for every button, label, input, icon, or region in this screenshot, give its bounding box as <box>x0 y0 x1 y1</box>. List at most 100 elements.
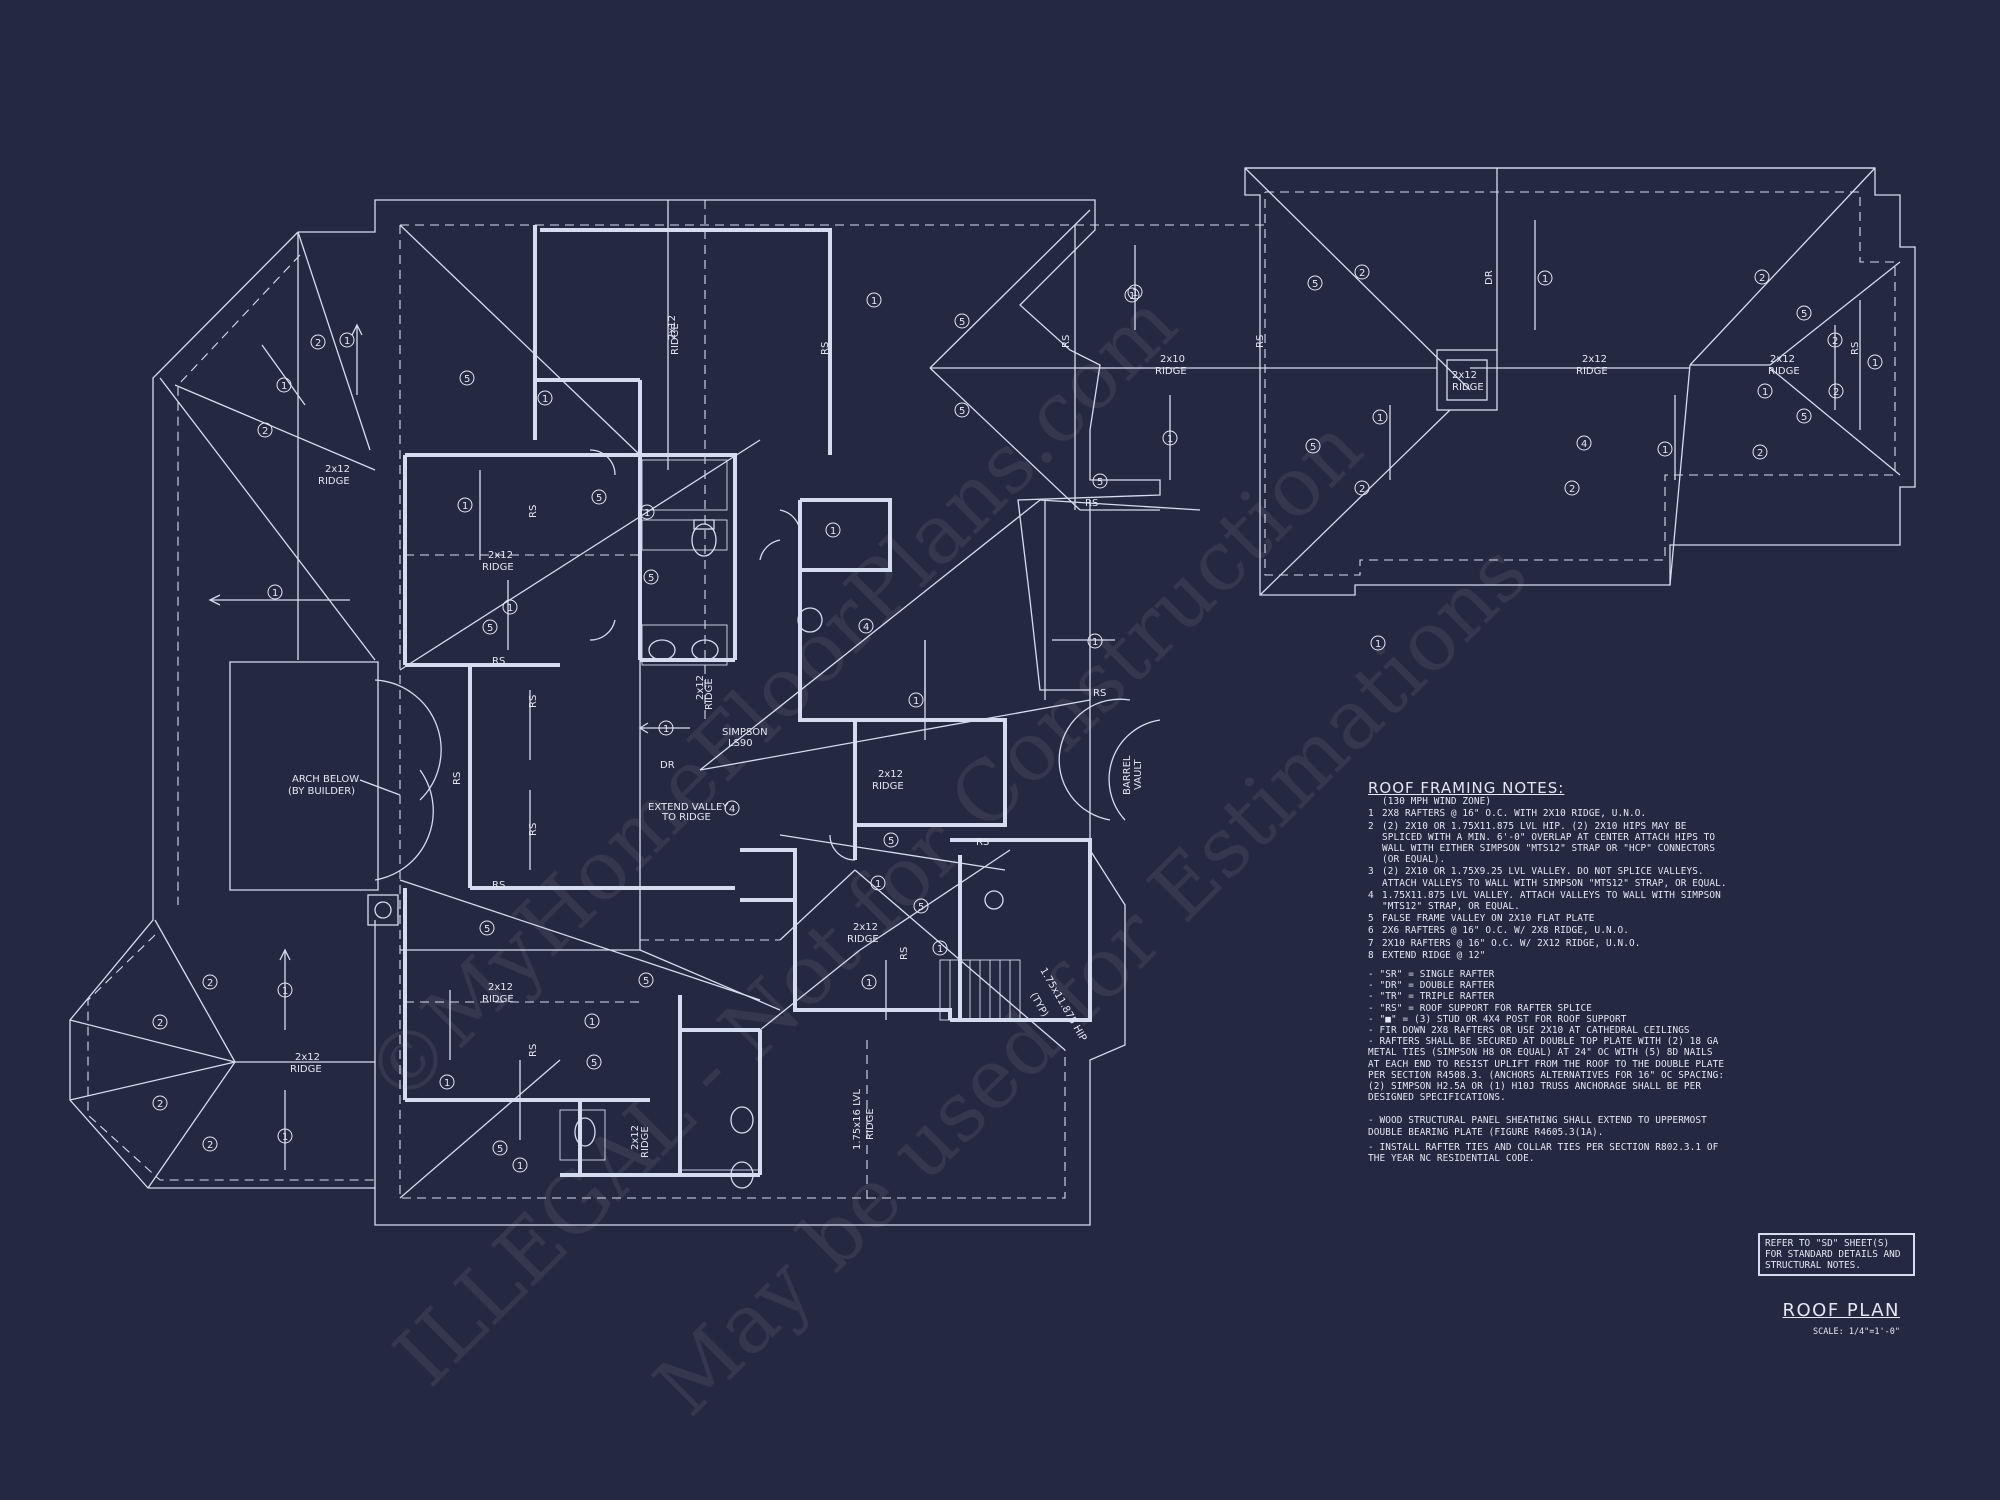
legend-line: - "SR" = SINGLE RAFTER <box>1368 969 1495 981</box>
callout-1: 1 <box>1370 635 1386 651</box>
svg-text:1: 1 <box>517 1161 523 1172</box>
ridge-label: RIDGE <box>670 323 681 355</box>
notes-legend: - "SR" = SINGLE RAFTER - "DR" = DOUBLE R… <box>1368 969 1728 1103</box>
callout-1: 1 <box>1372 409 1388 425</box>
lvl-ridge-label: 1.75x16 LVL <box>852 1089 863 1150</box>
svg-text:1: 1 <box>1129 291 1135 302</box>
ridge-size-label: 2x12 <box>325 464 350 475</box>
ridge-label: RIDGE <box>482 562 514 573</box>
callout-1: 1 <box>908 692 924 708</box>
svg-text:2: 2 <box>1833 387 1839 398</box>
svg-text:1: 1 <box>871 296 877 307</box>
svg-text:5: 5 <box>918 902 924 913</box>
callout-2: 2 <box>202 1136 218 1152</box>
callout-1: 1 <box>537 390 553 406</box>
callout-5: 5 <box>1796 408 1812 424</box>
callout-2: 2 <box>1354 480 1370 496</box>
callout-5: 5 <box>459 370 475 386</box>
lvl-ridge-sublabel: RIDGE <box>865 1108 876 1140</box>
svg-text:5: 5 <box>1310 442 1316 453</box>
svg-text:1: 1 <box>875 879 881 890</box>
svg-text:1: 1 <box>1092 637 1098 648</box>
callout-2: 2 <box>202 974 218 990</box>
floor-plan-walls <box>403 225 1092 1177</box>
barrel-vault-sublabel: VAULT <box>1133 758 1144 790</box>
callout-1: 1 <box>1657 441 1673 457</box>
roof-support-label: RS <box>820 342 831 355</box>
callout-1: 1 <box>866 292 882 308</box>
callout-5: 5 <box>1305 438 1321 454</box>
svg-text:2: 2 <box>1359 268 1365 279</box>
callout-2: 2 <box>257 422 273 438</box>
svg-text:1: 1 <box>937 944 943 955</box>
svg-text:1: 1 <box>1167 434 1173 445</box>
callout-5: 5 <box>638 972 654 988</box>
callout-5: 5 <box>1796 305 1812 321</box>
callout-1: 1 <box>639 504 655 520</box>
roof-support-label: RS <box>1255 335 1266 348</box>
ridge-label: RIDGE <box>1768 366 1800 377</box>
note-item: 62x6 RAFTERS @ 16" O.C. W/ 2x8 RIDGE, U.… <box>1368 925 1630 937</box>
note-item: 3(2) 2x10 OR 1.75x9.25 LVL VALLEY. DO NO… <box>1368 866 1727 889</box>
callout-5: 5 <box>954 313 970 329</box>
svg-text:1: 1 <box>663 724 669 735</box>
svg-text:1: 1 <box>462 501 468 512</box>
svg-text:1: 1 <box>344 336 350 347</box>
ridge-label: RIDGE <box>1452 382 1484 393</box>
svg-text:2: 2 <box>207 1140 213 1151</box>
svg-text:2: 2 <box>157 1099 163 1110</box>
roof-support-label: RS <box>452 772 463 785</box>
double-rafter-label: DR <box>1484 270 1495 285</box>
callout-1: 1 <box>1537 270 1553 286</box>
roof-support-label: RS <box>528 695 539 708</box>
rafter-arrows <box>208 220 1676 1170</box>
lower-left-framing <box>69 919 376 1189</box>
callout-5: 5 <box>1307 275 1323 291</box>
ridge-size-label: 2x12 <box>1770 354 1795 365</box>
svg-text:5: 5 <box>487 623 493 634</box>
callout-2: 2 <box>152 1095 168 1111</box>
svg-text:5: 5 <box>591 1058 597 1069</box>
callout-5: 5 <box>643 569 659 585</box>
simpson-sublabel: LS90 <box>728 738 753 749</box>
arch-below-label: ARCH BELOW <box>292 774 359 785</box>
svg-text:2: 2 <box>157 1018 163 1029</box>
ridge-size-label: 2x12 <box>1452 370 1477 381</box>
roof-support-label: RS <box>899 947 910 960</box>
ridge-label: RIDGE <box>704 678 715 710</box>
callout-4: 4 <box>1576 435 1592 451</box>
simpson-label: SIMPSON <box>722 727 768 738</box>
svg-text:1: 1 <box>1375 639 1381 650</box>
ridge-label: RIDGE <box>290 1064 322 1075</box>
callout-5: 5 <box>883 832 899 848</box>
svg-text:1: 1 <box>282 1132 288 1143</box>
svg-text:2: 2 <box>315 338 321 349</box>
roof-support-label: RS <box>492 656 505 667</box>
callout-1: 1 <box>658 720 674 736</box>
legend-line: - RAFTERS SHALL BE SECURED AT DOUBLE TOP… <box>1368 1036 1725 1104</box>
scale-label: SCALE: 1/4"=1'-0" <box>1813 1327 1900 1337</box>
ridge-label: RIDGE <box>318 476 350 487</box>
callout-2: 2 <box>1827 332 1843 348</box>
notes-title: ROOF FRAMING NOTES: <box>1368 779 1565 797</box>
callouts: 1 2 1 2 5 1 1 1 5 5 1 1 5 1 1 5 5 1 1 5 … <box>152 264 1883 1173</box>
roof-support-label: RS <box>1850 342 1861 355</box>
note-item: 41.75x11.875 LVL VALLEY. ATTACH VALLEYS … <box>1368 889 1721 913</box>
callout-2: 2 <box>1754 269 1770 285</box>
callout-5: 5 <box>492 1140 508 1156</box>
callout-1: 1 <box>1162 430 1178 446</box>
extend-valley-sublabel: TO RIDGE <box>661 812 711 823</box>
ridge-size-label: 2x12 <box>878 769 903 780</box>
roof-support-label: RS <box>528 823 539 836</box>
callout-2: 2 <box>1752 444 1768 460</box>
svg-text:2: 2 <box>1757 448 1763 459</box>
callout-1: 1 <box>339 332 355 348</box>
ridge-label: RIDGE <box>1155 366 1187 377</box>
svg-text:1: 1 <box>1762 387 1768 398</box>
svg-text:1: 1 <box>866 978 872 989</box>
door-swings <box>374 449 1161 881</box>
callout-5: 5 <box>479 920 495 936</box>
ridge-size-label: 2x12 <box>630 1125 641 1150</box>
